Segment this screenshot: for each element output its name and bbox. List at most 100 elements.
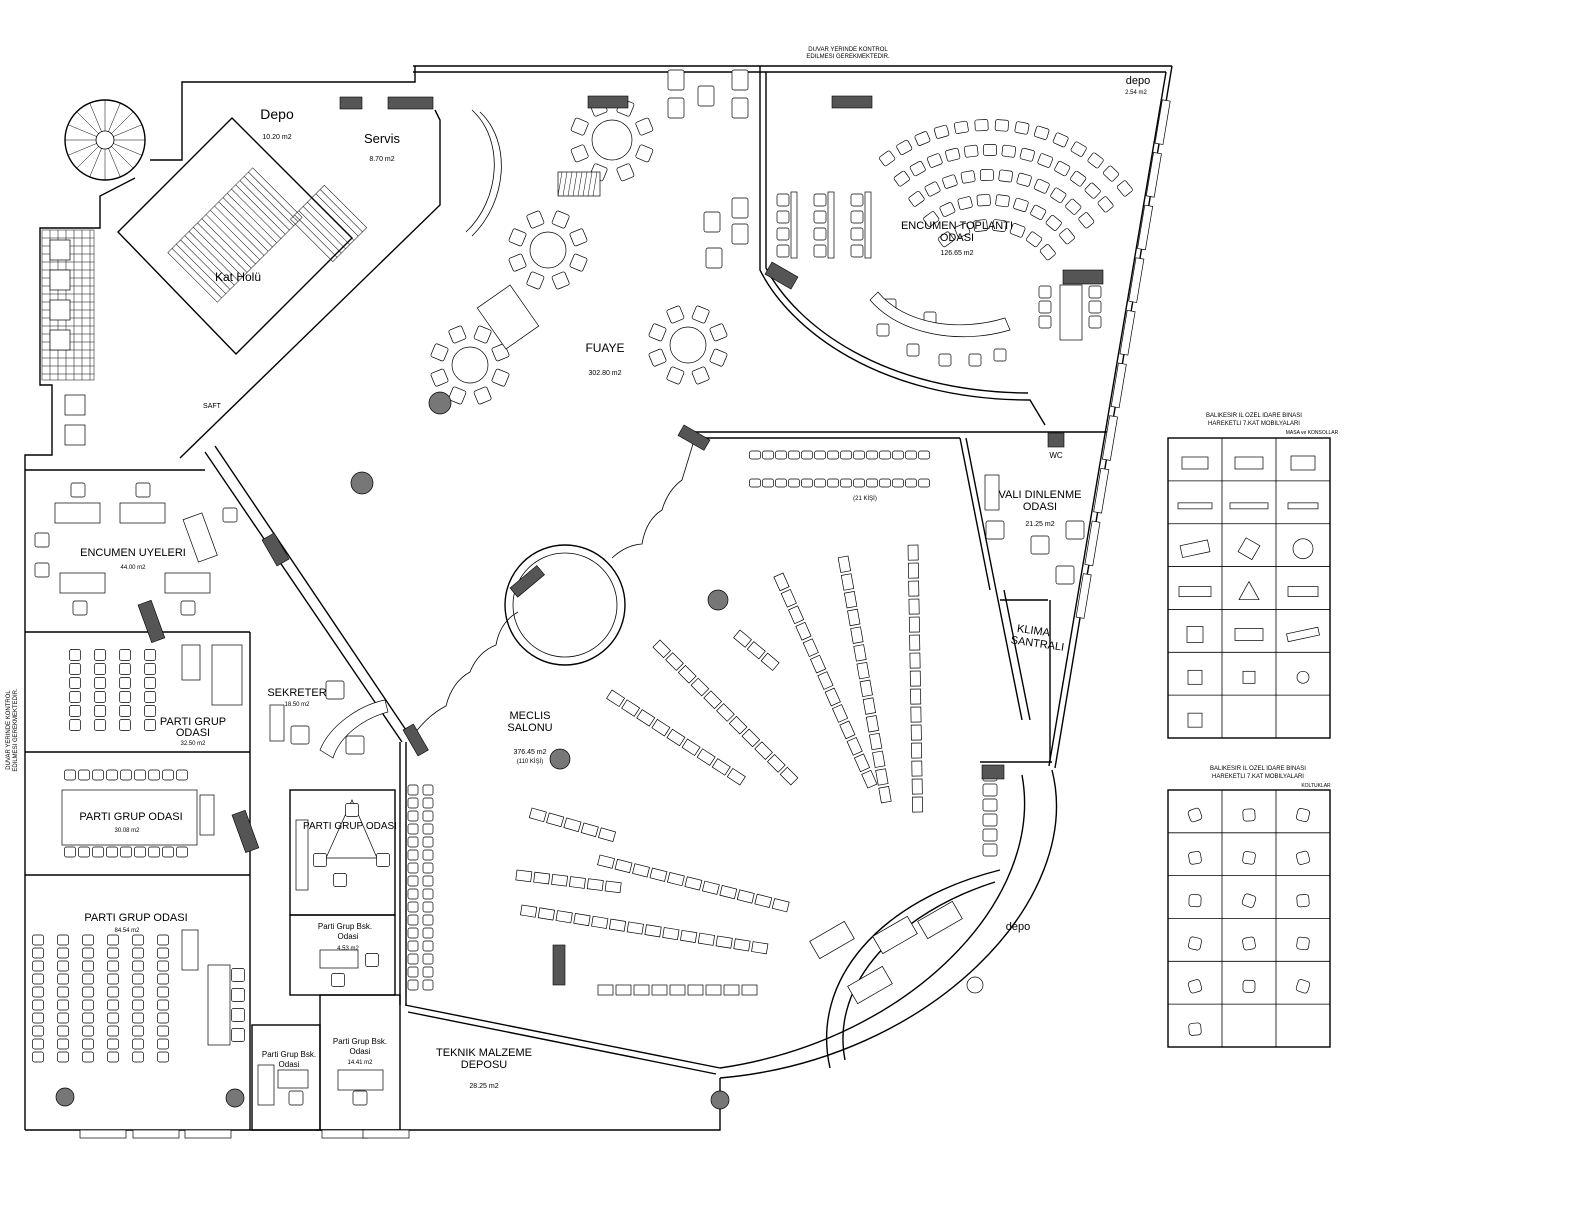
legend-chair-icon [1242, 979, 1256, 993]
chair [407, 914, 419, 926]
council-desk [908, 616, 920, 633]
chair [32, 960, 44, 972]
chair [850, 210, 864, 224]
chair [407, 784, 419, 796]
chair [422, 836, 434, 848]
chair [1084, 182, 1101, 199]
chair [448, 386, 467, 405]
stair-tread [222, 197, 273, 248]
furniture-table-1-category: MASA ve KONSOLLAR [1286, 430, 1339, 436]
chair [162, 769, 174, 781]
window [1075, 573, 1092, 619]
council-desk [597, 854, 615, 869]
room-name-fuaye: FUAYE [585, 341, 624, 355]
window [1119, 309, 1136, 356]
room-name-kat-holu: Kat Holü [215, 270, 261, 284]
council-desk [909, 670, 921, 687]
council-desk [853, 753, 871, 773]
chair [176, 846, 188, 858]
office-desk [164, 572, 211, 594]
council-desk [649, 867, 668, 882]
desk [319, 949, 359, 969]
chair [982, 828, 998, 842]
stair-tread [227, 193, 277, 243]
chair [749, 478, 761, 488]
chair [144, 677, 156, 689]
chair [1037, 153, 1054, 168]
council-desk [779, 766, 799, 786]
legend-table-icon [1186, 626, 1204, 643]
chair [57, 986, 69, 998]
stair-tread [210, 210, 260, 260]
council-desk [788, 605, 805, 625]
chair [976, 194, 991, 207]
spiral-stair-tread [113, 124, 143, 137]
wall-notice-line2: EDILMESI GEREKMEKTEDIR. [806, 54, 890, 60]
podium-curve [825, 869, 1001, 1069]
right-furniture-table-1 [1167, 437, 1331, 739]
council-desk [551, 873, 569, 887]
chair [407, 901, 419, 913]
council-desk [598, 827, 617, 843]
wall-hatch-block [1047, 432, 1065, 448]
chair [473, 386, 492, 405]
room-name-teknik-depo-2: DEPOSU [461, 1059, 508, 1071]
teknik-depo-wall [404, 1004, 721, 1075]
council-desk [909, 652, 921, 669]
stair-tread [184, 235, 235, 286]
cabinet [181, 644, 201, 681]
chair [32, 947, 44, 959]
chair [376, 853, 390, 867]
council-desk [754, 741, 773, 760]
wall-hatch-block [231, 809, 260, 853]
office-desk [119, 502, 166, 524]
legend-table-icon [1238, 580, 1260, 600]
labels: DUVAR YERINDE KONTROL EDILMESI GEREKMEKT… [6, 47, 1339, 1090]
chair [749, 450, 761, 460]
stair-tread [197, 222, 248, 273]
structural-column [707, 589, 729, 611]
legend-chair-icon [1295, 979, 1311, 994]
legend-table-icon [1292, 538, 1314, 560]
spiral-stair-tread [89, 102, 102, 132]
council-desk [910, 688, 922, 705]
council-desk [736, 889, 755, 904]
council-desk [711, 758, 731, 776]
stair-tread [302, 206, 346, 250]
room-name-depo-top-right: depo [1126, 75, 1150, 87]
stair-tread [205, 214, 256, 265]
room-area-encumen-uyeleri: 44.00 m2 [120, 565, 146, 571]
chair [365, 953, 379, 967]
stair-tread [218, 201, 269, 252]
chair [569, 228, 588, 247]
council-desk [586, 878, 604, 891]
hatch-line [572, 171, 578, 197]
chair [914, 131, 931, 146]
chair [918, 450, 930, 460]
stair-tread [193, 227, 243, 277]
council-desk [632, 863, 650, 878]
chair [57, 947, 69, 959]
chair [762, 478, 774, 488]
meeting-table [790, 191, 798, 259]
room-area-vali: 21.25 m2 [1025, 521, 1054, 528]
armchair [290, 725, 310, 745]
stair [167, 167, 303, 303]
council-desk [910, 724, 922, 741]
chair [526, 210, 545, 229]
stair [290, 184, 368, 262]
chair [1014, 121, 1030, 135]
council-desk [665, 652, 684, 671]
chair [78, 769, 90, 781]
chair [933, 124, 950, 139]
room-area-parti-grup-2: 30.08 m2 [114, 828, 140, 834]
chair [231, 1008, 245, 1022]
chair [1078, 212, 1095, 229]
council-desk [606, 689, 626, 708]
chair [954, 120, 969, 134]
chair [1052, 132, 1069, 148]
room-name-teknik-depo-1: TEKNIK MALZEME [436, 1047, 532, 1059]
chair [32, 999, 44, 1011]
wall-hatch-block [509, 565, 545, 598]
chair [909, 160, 926, 177]
